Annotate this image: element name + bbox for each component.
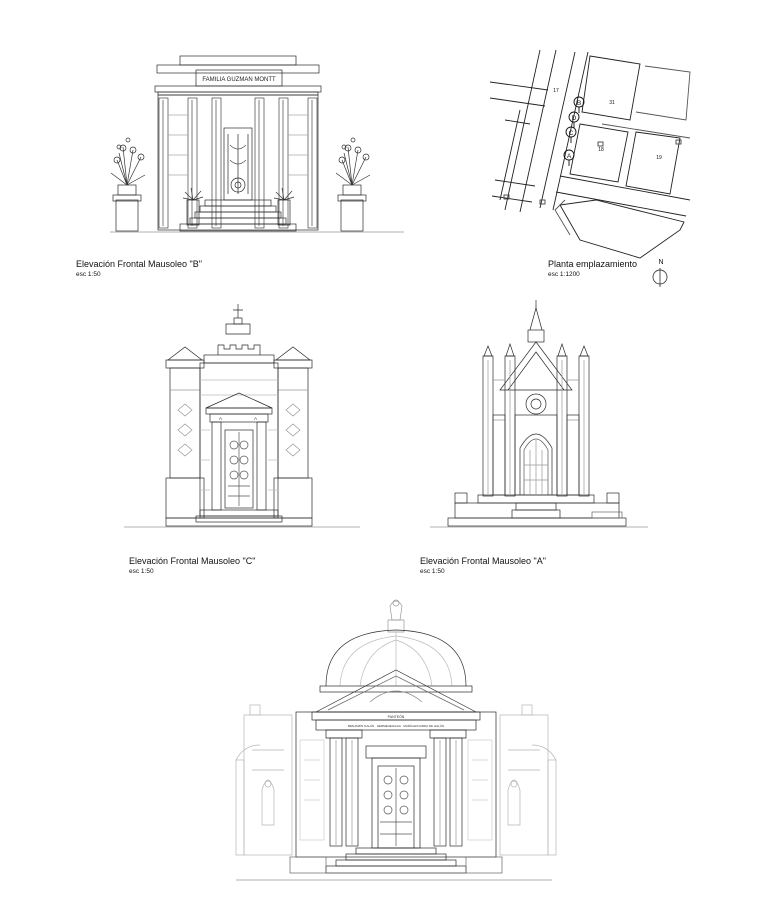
mausoleo-c-letter-right: A [254, 416, 257, 421]
caption-site-plan: Planta emplazamiento esc 1:1200 [548, 259, 637, 279]
caption-site-plan-title: Planta emplazamiento [548, 259, 638, 269]
caption-mausoleo-b-title: Elevación Frontal Mausoleo "B" [76, 259, 202, 269]
caption-mausoleo-a-title: Elevación Frontal Mausoleo "A" [420, 556, 546, 566]
site-marker-d: D [572, 115, 577, 122]
caption-mausoleo-c: Elevación Frontal Mausoleo "C" esc 1:50 [129, 556, 255, 576]
mausoleo-d-inscription: PANTEÓN [388, 714, 405, 719]
mausoleo-d-elevation: PANTEÓN BENJAMIN GALÁN · HERMENEGILDA · … [235, 599, 557, 881]
mausoleo-b-elevation: FAMILIA GUZMAN MONTT [110, 55, 404, 233]
lot-number-17: 17 [553, 88, 559, 94]
caption-mausoleo-c-scale: esc 1:50 [129, 568, 154, 575]
mausoleo-d-subinscription: BENJAMIN GALÁN · HERMENEGILDA · MARÍA ED… [348, 724, 444, 728]
caption-mausoleo-a: Elevación Frontal Mausoleo "A" esc 1:50 [420, 556, 546, 576]
north-label: N [658, 259, 663, 266]
caption-mausoleo-c-title: Elevación Frontal Mausoleo "C" [129, 556, 256, 566]
lot-number-18: 18 [598, 147, 604, 153]
caption-site-plan-scale: esc 1:1200 [548, 271, 580, 278]
caption-mausoleo-b-scale: esc 1:50 [76, 271, 101, 278]
caption-mausoleo-a-scale: esc 1:50 [420, 568, 445, 575]
mausoleo-a-elevation [430, 300, 648, 528]
mausoleo-c-letter-left: A [219, 416, 222, 421]
site-marker-b: B [577, 100, 581, 107]
site-marker-c: C [569, 130, 574, 137]
site-marker-a: A [567, 153, 572, 160]
lot-number-19: 19 [656, 155, 662, 161]
lot-number-31: 31 [609, 100, 615, 106]
caption-mausoleo-b: Elevación Frontal Mausoleo "B" esc 1:50 [76, 259, 202, 279]
mausoleo-c-elevation: A A [124, 304, 360, 528]
mausoleo-b-inscription: FAMILIA GUZMAN MONTT [202, 77, 276, 83]
site-plan [489, 49, 691, 287]
